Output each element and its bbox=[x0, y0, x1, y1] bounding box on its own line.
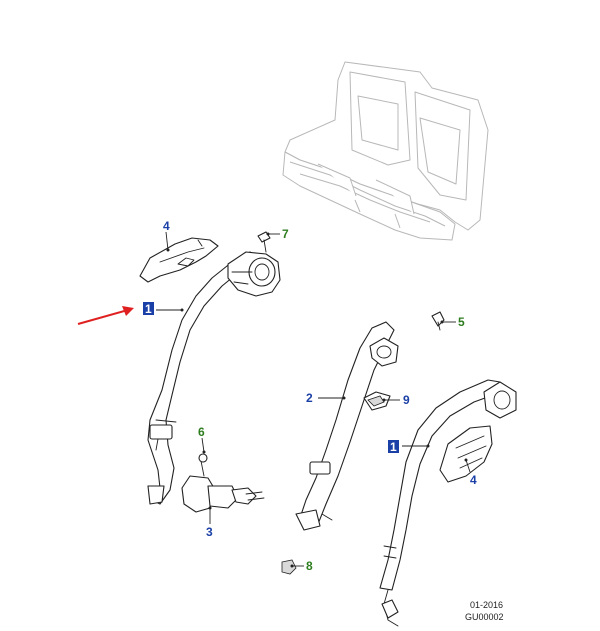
callout-4-right: 4 bbox=[470, 473, 477, 487]
trim-cover-top bbox=[139, 237, 219, 283]
rear-seat-illustration bbox=[282, 61, 489, 241]
callout-1-right: 1 bbox=[390, 440, 397, 454]
centre-seat-belt-assembly bbox=[295, 321, 399, 531]
callout-2: 2 bbox=[306, 391, 313, 405]
trim-cover-right bbox=[439, 425, 493, 483]
callout-1-left: 1 bbox=[145, 302, 152, 316]
callout-4-top: 4 bbox=[163, 219, 170, 233]
callout-8: 8 bbox=[306, 559, 313, 573]
bracket-9 bbox=[363, 391, 391, 411]
right-seat-belt-assembly bbox=[379, 379, 517, 627]
nut-8 bbox=[281, 559, 297, 575]
callout-5: 5 bbox=[458, 315, 465, 329]
callout-9: 9 bbox=[403, 393, 410, 407]
red-pointer-arrow bbox=[77, 306, 134, 325]
callout-6: 6 bbox=[198, 425, 205, 439]
diagram-date: 01-2016 bbox=[470, 600, 503, 610]
diagram-code: GU00002 bbox=[465, 612, 504, 622]
callout-1-right-box bbox=[388, 440, 399, 453]
callout-3: 3 bbox=[206, 525, 213, 539]
left-seat-belt-assembly bbox=[147, 251, 281, 505]
leader-lines bbox=[156, 231, 471, 568]
callout-1-left-box bbox=[143, 302, 154, 315]
callout-7: 7 bbox=[282, 227, 289, 241]
buckle-assembly bbox=[181, 453, 265, 513]
